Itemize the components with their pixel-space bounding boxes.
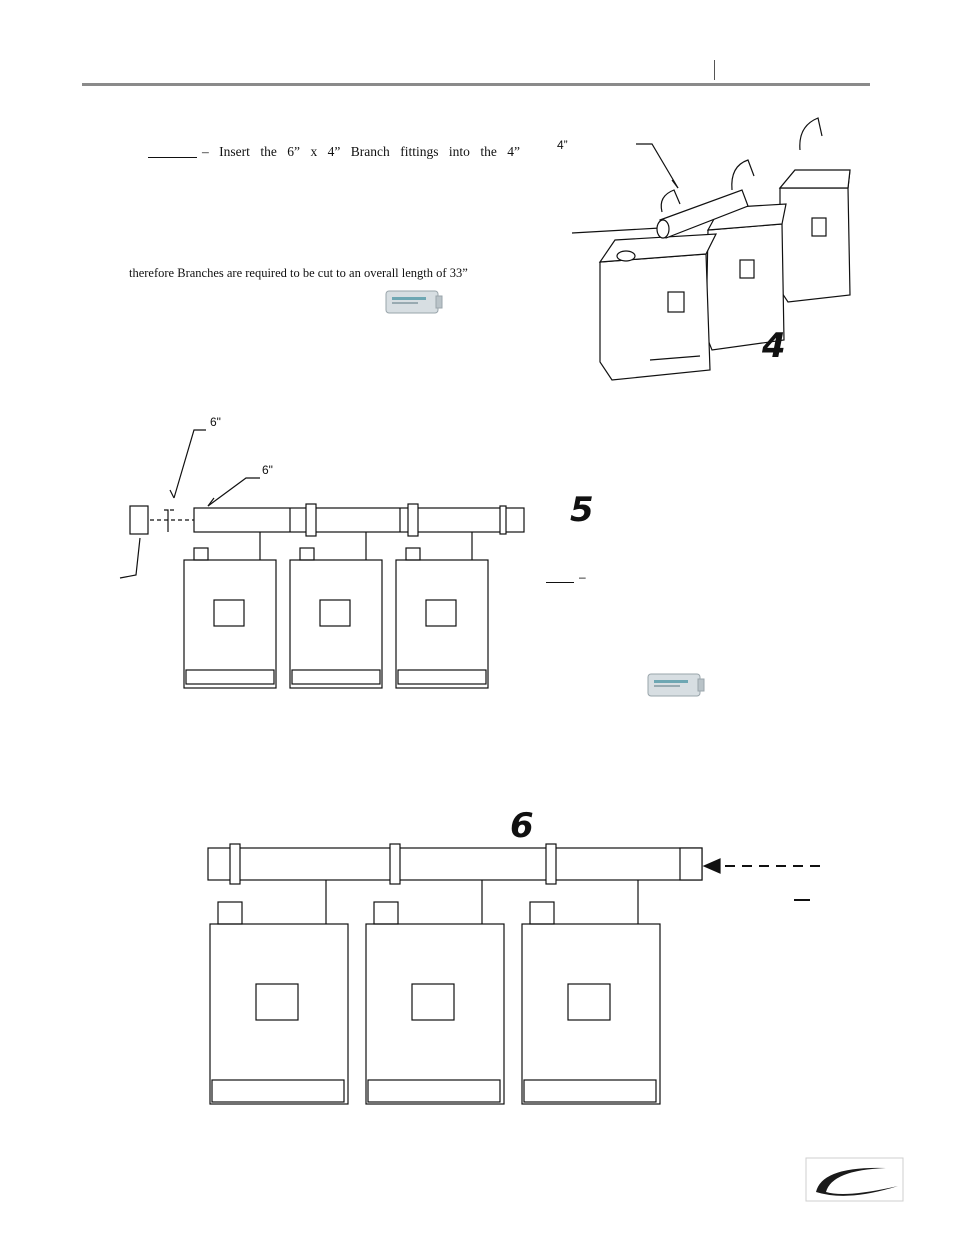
lubricant-tube-icon <box>385 290 443 314</box>
figure-5-number: 5 <box>570 490 594 530</box>
step5-underline <box>546 582 574 583</box>
step-underline <box>148 157 197 158</box>
unit <box>183 532 277 689</box>
figure-4-drawing <box>571 117 851 381</box>
fig5-label-6in-a: 6" <box>210 415 221 429</box>
figure-4-number: 4 <box>762 326 786 366</box>
lubricant-tube-icon <box>647 673 705 697</box>
figure-6-drawing <box>207 843 820 1105</box>
figure-6-number: 6 <box>510 806 534 846</box>
header-rule <box>82 83 870 86</box>
fig5-label-6in-b: 6" <box>262 463 273 477</box>
step4-note: therefore Branches are required to be cu… <box>129 266 468 280</box>
step4-instruction: – Insert the 6” x 4” Branch fittings int… <box>202 144 520 159</box>
brand-logo <box>805 1157 904 1202</box>
step5-dash: – <box>579 570 586 584</box>
header-divider <box>714 60 715 80</box>
fig4-size-label: 4” <box>557 138 568 152</box>
figure-5-drawing <box>119 429 525 689</box>
